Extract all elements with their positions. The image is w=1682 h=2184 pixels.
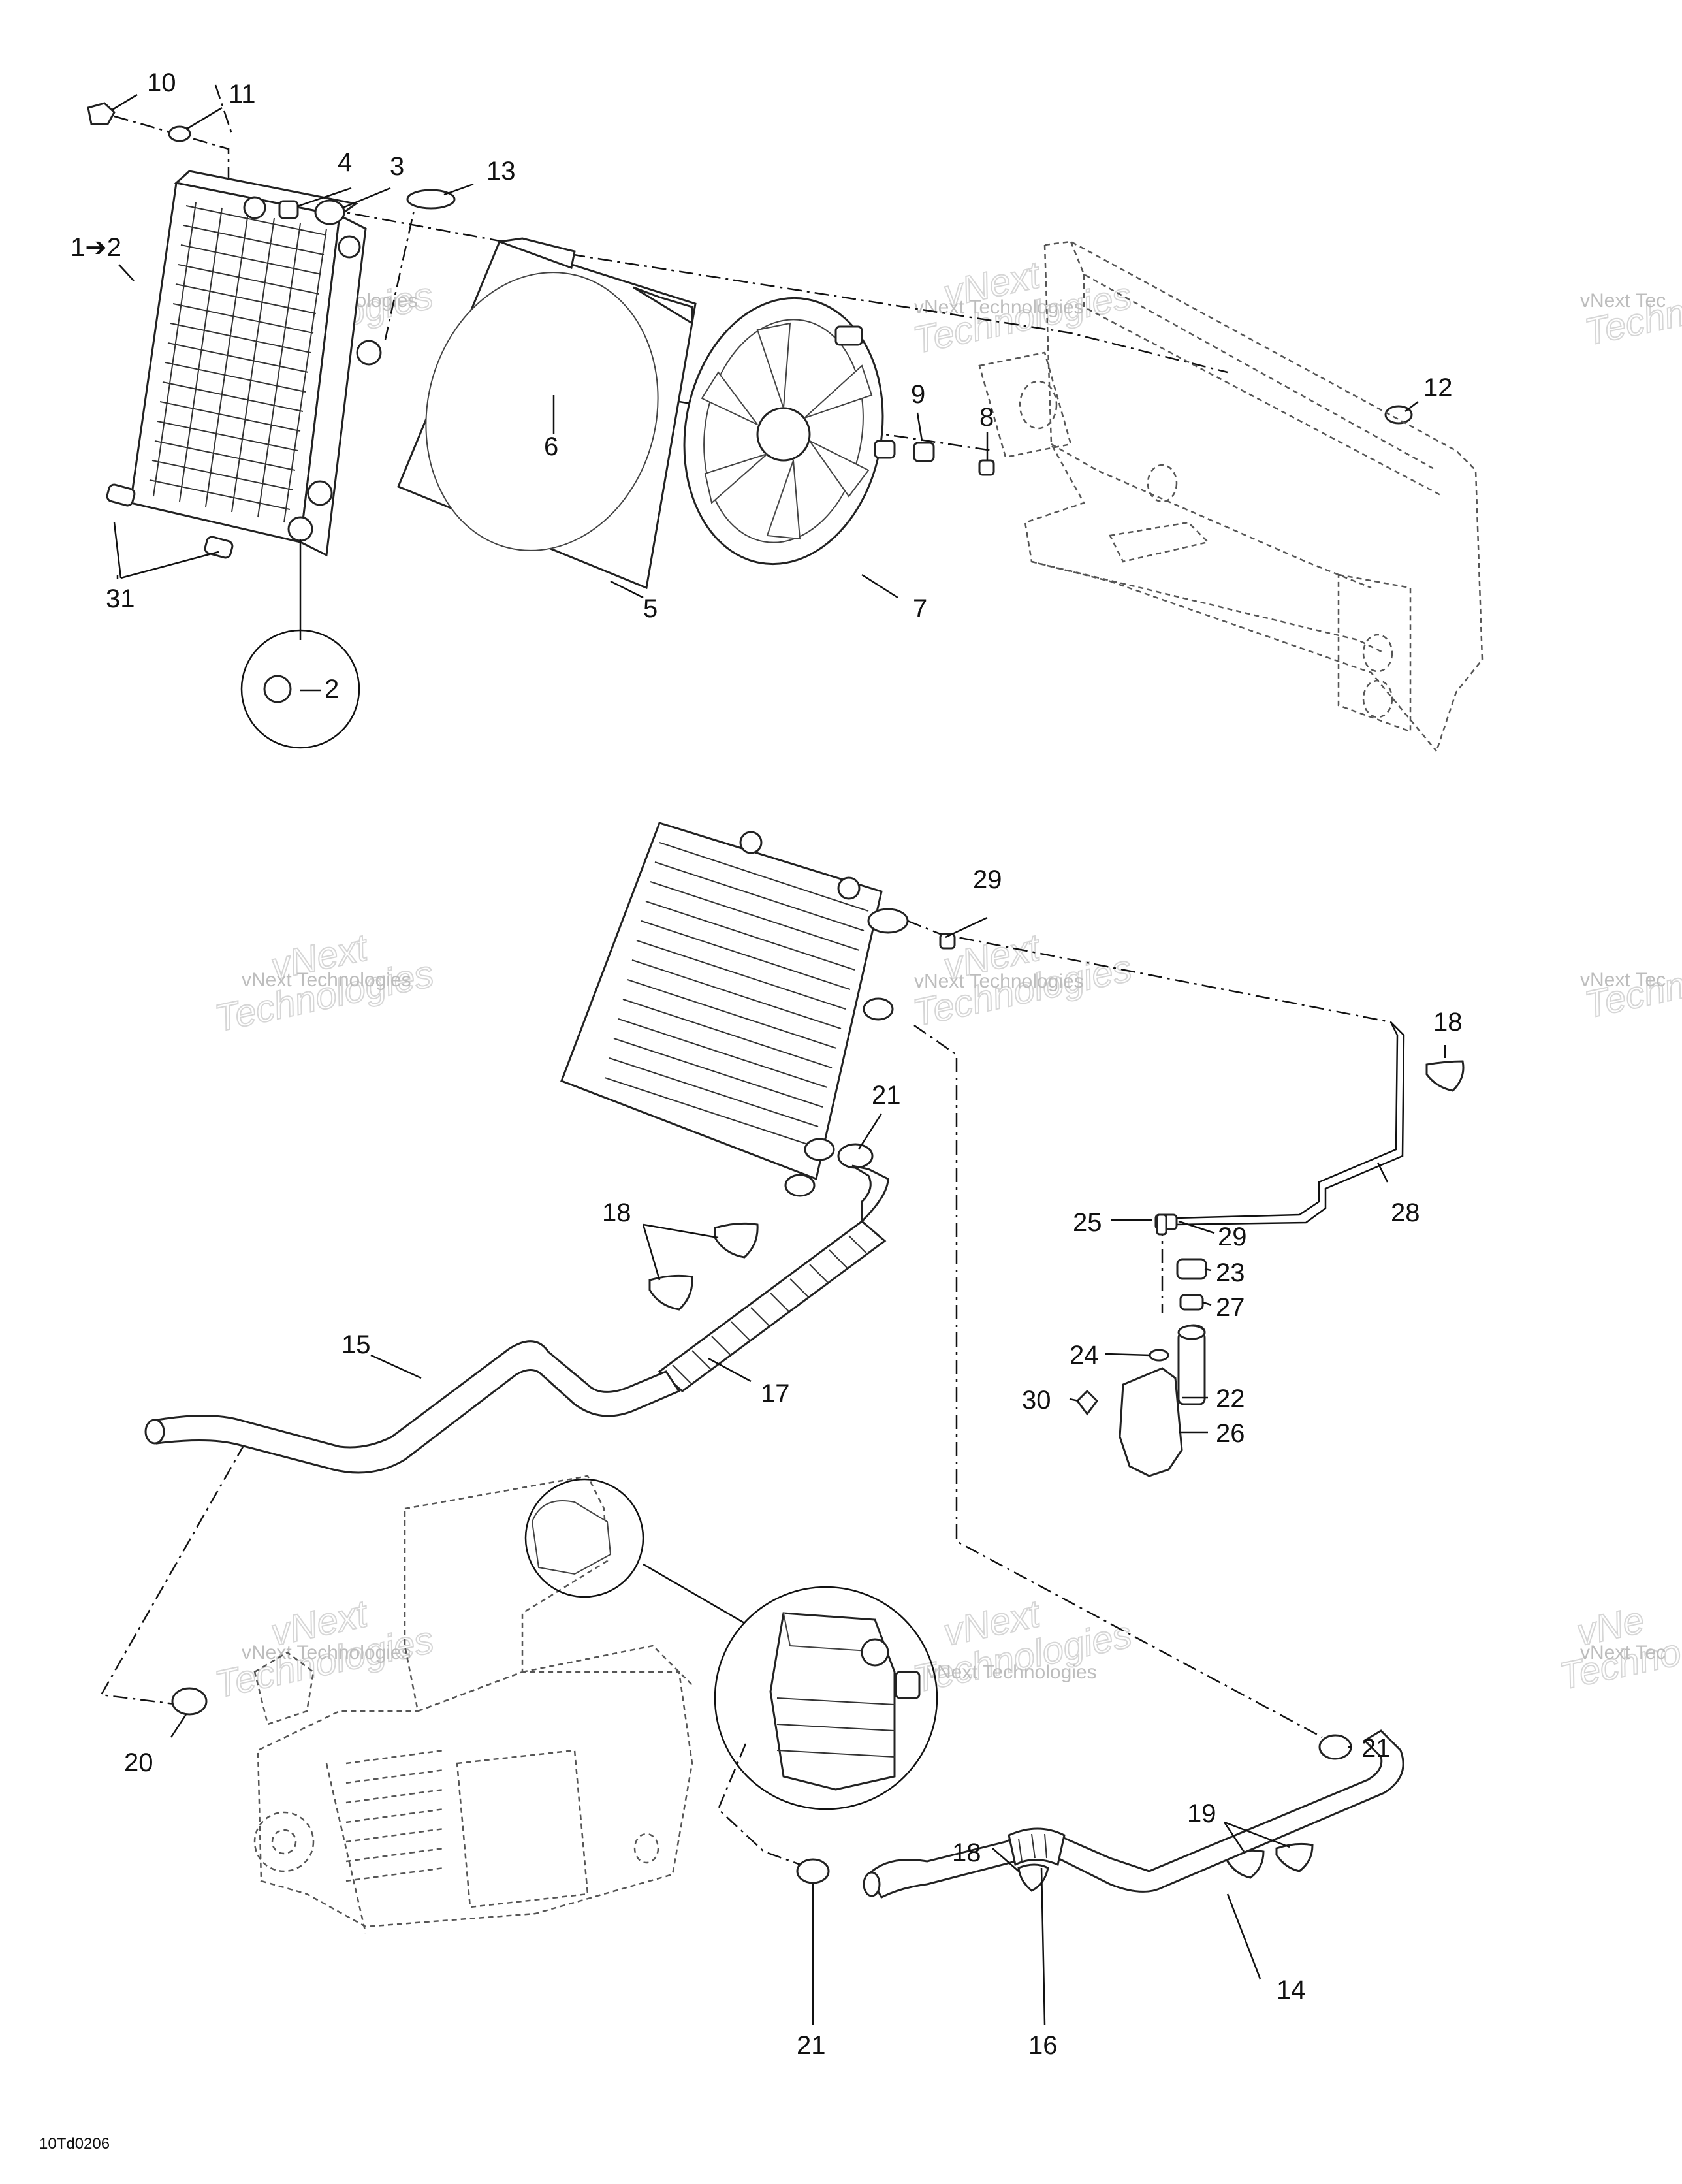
callout-29: 29 xyxy=(1218,1223,1247,1251)
cap-13 xyxy=(406,189,456,210)
callout-5: 5 xyxy=(643,594,658,623)
clamp-21 xyxy=(1318,1734,1352,1760)
callout-27: 27 xyxy=(1216,1293,1245,1322)
callout-6: 6 xyxy=(544,432,558,461)
watermark-text: vNext Technologies xyxy=(242,1642,411,1663)
callout-22: 22 xyxy=(1216,1385,1245,1413)
radiator-bottom xyxy=(560,822,909,1197)
fan-assembly xyxy=(683,297,896,566)
engine xyxy=(253,1475,693,1934)
hose-15 xyxy=(144,1340,681,1474)
callout-18: 18 xyxy=(1433,1008,1463,1036)
assembly-lines-bottom xyxy=(99,920,1391,1869)
callout-29: 29 xyxy=(973,865,1002,894)
clip-18 xyxy=(1425,1060,1465,1092)
clamp-21 xyxy=(796,1858,830,1884)
screw-8 xyxy=(978,459,995,476)
fan-shroud xyxy=(397,237,697,590)
callout-4: 4 xyxy=(338,148,352,177)
radiator-top xyxy=(106,170,382,559)
callout-1-2: 1➔2 xyxy=(71,233,121,262)
grommet-24 xyxy=(1149,1349,1169,1362)
clamp-21 xyxy=(837,1143,874,1169)
engine-fins xyxy=(345,1749,445,1882)
callout-24: 24 xyxy=(1070,1341,1099,1370)
watermark-text: vNext Tec xyxy=(1580,969,1666,991)
radiator-fins-bottom xyxy=(604,842,869,1147)
callout-19: 19 xyxy=(1187,1799,1216,1828)
callout-labels: 10 11 4 3 13 1➔2 6 9 8 12 31 5 7 2 29 18… xyxy=(71,69,1463,2060)
watermark-6: Technol xyxy=(1581,957,1682,1027)
hose-14 xyxy=(863,1729,1404,1899)
callout-16: 16 xyxy=(1028,2031,1058,2060)
callout-21: 21 xyxy=(1361,1734,1391,1763)
figure-code: 10Td0206 xyxy=(39,2135,110,2153)
clamp-29 xyxy=(939,933,956,950)
callout-11: 11 xyxy=(229,80,256,108)
clip-18 xyxy=(1017,1863,1049,1892)
cap-23 xyxy=(1176,1258,1207,1280)
callout-20: 20 xyxy=(124,1748,153,1777)
callout-28: 28 xyxy=(1391,1198,1420,1227)
callout-13: 13 xyxy=(486,157,516,185)
callout-9: 9 xyxy=(911,380,925,409)
callout-30: 30 xyxy=(1022,1386,1051,1415)
callout-18: 18 xyxy=(602,1198,631,1227)
washer-11 xyxy=(168,125,191,142)
drain-30 xyxy=(1076,1389,1098,1416)
fitting-25 xyxy=(1156,1213,1167,1236)
vehicle-frame xyxy=(978,240,1484,752)
callout-12: 12 xyxy=(1423,374,1453,402)
callout-23: 23 xyxy=(1216,1259,1245,1287)
clip-18 xyxy=(714,1222,759,1259)
callout-21: 21 xyxy=(797,2031,826,2060)
grommet-4 xyxy=(278,200,299,219)
watermark-text: Technol xyxy=(1581,957,1682,1027)
callout-7: 7 xyxy=(913,594,927,623)
callout-14: 14 xyxy=(1277,1976,1306,2004)
callout-26: 26 xyxy=(1216,1419,1245,1448)
grommet-3 xyxy=(314,199,345,225)
watermark-text: vNext Technologies xyxy=(242,969,411,991)
watermark-text: vNext Technologies xyxy=(927,1662,1097,1683)
fan-blades xyxy=(701,322,873,540)
clip-9 xyxy=(913,442,935,462)
assembly-lines-top xyxy=(114,84,1228,452)
callout-17: 17 xyxy=(761,1379,790,1408)
callout-8: 8 xyxy=(979,403,994,432)
detail-circle-drain-plug xyxy=(240,539,360,749)
clip-18 xyxy=(648,1274,693,1311)
callout-21: 21 xyxy=(872,1081,901,1110)
hose-16 xyxy=(1008,1827,1066,1867)
watermark-text: vNext Technologies xyxy=(914,971,1084,992)
hose-ribs xyxy=(672,1235,868,1384)
leaders-bottom xyxy=(170,916,1446,2025)
watermark-text: vNext Technologies xyxy=(914,297,1084,318)
leaders-top xyxy=(112,93,1419,692)
clamp-20 xyxy=(171,1687,208,1716)
callout-10: 10 xyxy=(147,69,176,97)
hose-17 xyxy=(658,1164,889,1392)
watermark-text: vNext Tec xyxy=(1580,1642,1666,1663)
callout-18: 18 xyxy=(952,1839,981,1867)
radiator-fins xyxy=(149,202,327,523)
gasket-27 xyxy=(1179,1294,1204,1311)
clip-19 xyxy=(1275,1842,1314,1872)
overflow-hose-28 xyxy=(1154,1021,1405,1230)
callout-3: 3 xyxy=(390,152,404,181)
detail-circle-thermostat xyxy=(524,1478,938,1810)
callout-15: 15 xyxy=(341,1330,371,1359)
coolant-reservoir xyxy=(1076,1213,1207,1477)
watermark-text: vNext Tec xyxy=(1580,290,1666,312)
callout-2: 2 xyxy=(325,675,339,703)
callout-31: 31 xyxy=(106,585,135,613)
bolt-10 xyxy=(87,102,116,125)
callout-25: 25 xyxy=(1073,1208,1102,1237)
